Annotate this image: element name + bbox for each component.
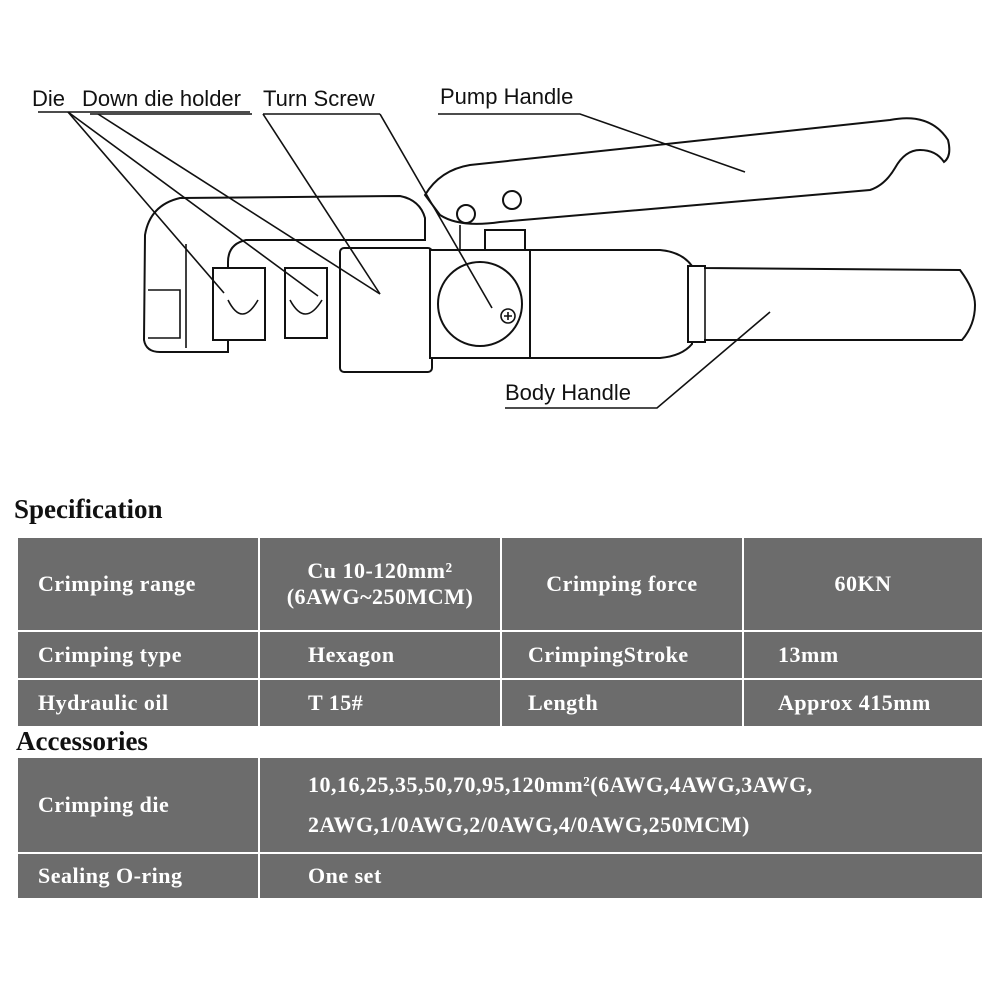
spec-label: Crimping range <box>16 536 260 632</box>
crimper-diagram: Die Down die holder Turn Screw Pump Hand… <box>32 84 977 409</box>
spec-value: Cu 10-120mm²(6AWG~250MCM) <box>258 536 502 632</box>
accessories-title: Accessories <box>16 726 148 756</box>
spec-value: 13mm <box>742 630 984 680</box>
label-turn-screw: Turn Screw <box>263 86 375 111</box>
label-body-handle: Body Handle <box>505 380 631 405</box>
accessory-value-line: 2AWG,1/0AWG,2/0AWG,4/0AWG,250MCM) <box>308 812 750 837</box>
spec-value: 60KN <box>742 536 984 632</box>
label-pump-handle: Pump Handle <box>440 84 573 109</box>
table-row: Hydraulic oil T 15# Length Approx 415mm <box>16 678 984 728</box>
turn-screw <box>437 261 523 347</box>
table-row: Crimping die 10,16,25,35,50,70,95,120mm²… <box>16 756 984 854</box>
table-row: Crimping range Cu 10-120mm²(6AWG~250MCM)… <box>16 536 984 632</box>
spec-value: T 15# <box>258 678 502 728</box>
spec-value-line: (6AWG~250MCM) <box>286 584 474 609</box>
label-down-die-holder: Down die holder <box>82 86 241 111</box>
accessory-value: One set <box>258 852 984 900</box>
accessory-value-line: 10,16,25,35,50,70,95,120mm²(6AWG,4AWG,3A… <box>308 772 813 797</box>
spec-label: Hydraulic oil <box>16 678 260 728</box>
spec-label: CrimpingStroke <box>500 630 744 680</box>
pump-handle-shape <box>423 117 951 251</box>
spec-label: Crimping force <box>500 536 744 632</box>
accessory-value: 10,16,25,35,50,70,95,120mm²(6AWG,4AWG,3A… <box>258 756 984 854</box>
accessories-table: Crimping die 10,16,25,35,50,70,95,120mm²… <box>16 756 984 900</box>
table-row: Crimping type Hexagon CrimpingStroke 13m… <box>16 630 984 680</box>
down-die-holder <box>339 247 433 373</box>
spec-label: Length <box>500 678 744 728</box>
spec-label: Crimping type <box>16 630 260 680</box>
spec-value: Hexagon <box>258 630 502 680</box>
table-row: Sealing O-ring One set <box>16 852 984 900</box>
label-die: Die <box>32 86 65 111</box>
accessory-label: Sealing O-ring <box>16 852 260 900</box>
specification-title: Specification <box>14 494 163 524</box>
leader-lines <box>38 111 771 409</box>
spec-value: Approx 415mm <box>742 678 984 728</box>
spec-value-line: Cu 10-120mm² <box>307 558 453 583</box>
body-handle-shape <box>687 265 977 343</box>
accessory-label: Crimping die <box>16 756 260 854</box>
dies <box>212 267 328 341</box>
specification-table: Crimping range Cu 10-120mm²(6AWG~250MCM)… <box>16 536 984 728</box>
